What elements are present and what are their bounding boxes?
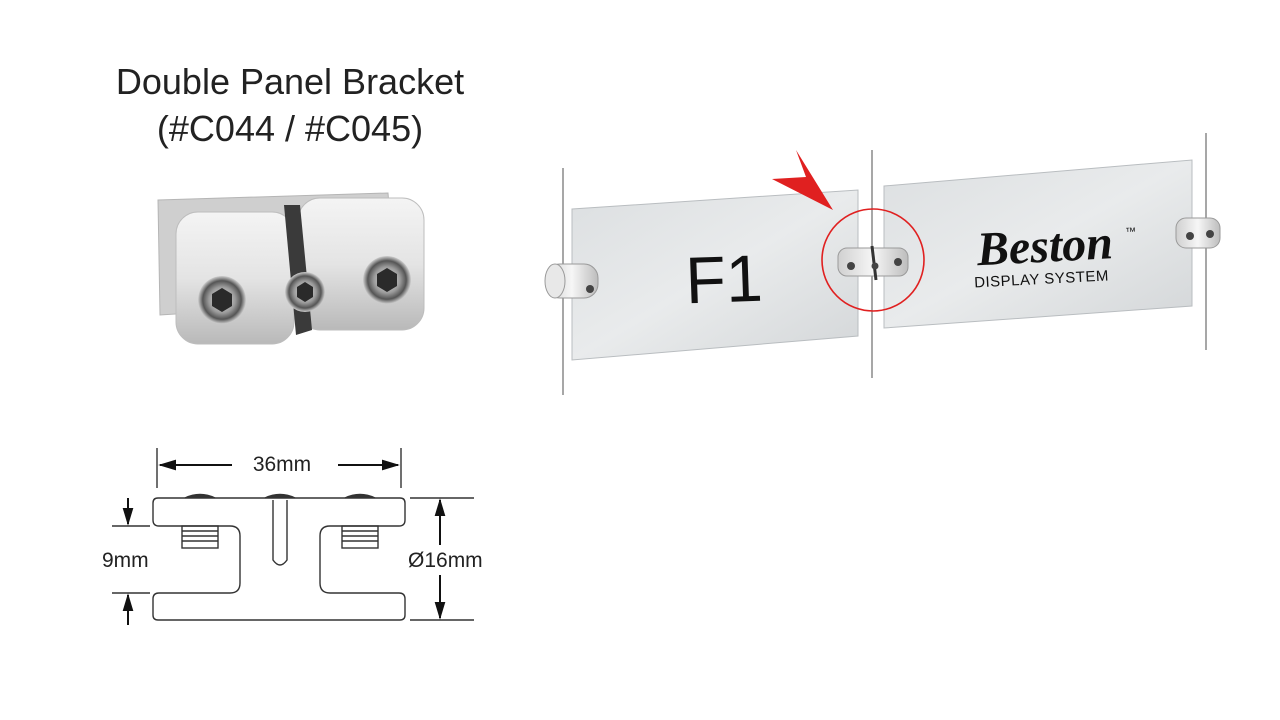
right-panel	[883, 159, 1193, 329]
hex-screw-icon	[363, 256, 411, 304]
standoff-bracket-left	[544, 263, 599, 299]
length-dimension-label: 36mm	[253, 453, 311, 476]
left-panel	[571, 189, 859, 361]
technical-drawing	[112, 448, 474, 625]
product-title: Double Panel Bracket (#C044 / #C045)	[60, 58, 520, 152]
panel-label-f1: F1	[684, 241, 764, 318]
bracket-photo	[157, 192, 425, 345]
standoff-bracket-right	[1175, 217, 1221, 249]
brand-logo-tm: ™	[1125, 226, 1137, 239]
hex-screw-icon	[285, 272, 325, 312]
product-title-name: Double Panel Bracket	[115, 61, 465, 102]
installation-photo: F1 Beston ™ DISPLAY SYSTEM	[544, 133, 1221, 395]
brand-logo-name: Beston	[975, 216, 1115, 276]
diameter-dimension-label: Ø16mm	[408, 549, 483, 572]
hex-screw-icon	[198, 276, 246, 324]
double-bracket-highlighted	[837, 245, 909, 281]
pointer-arrow-icon	[772, 150, 833, 210]
product-title-codes: (#C044 / #C045)	[156, 108, 424, 149]
highlight-circle	[821, 208, 925, 312]
height-dimension-label: 9mm	[102, 549, 149, 572]
